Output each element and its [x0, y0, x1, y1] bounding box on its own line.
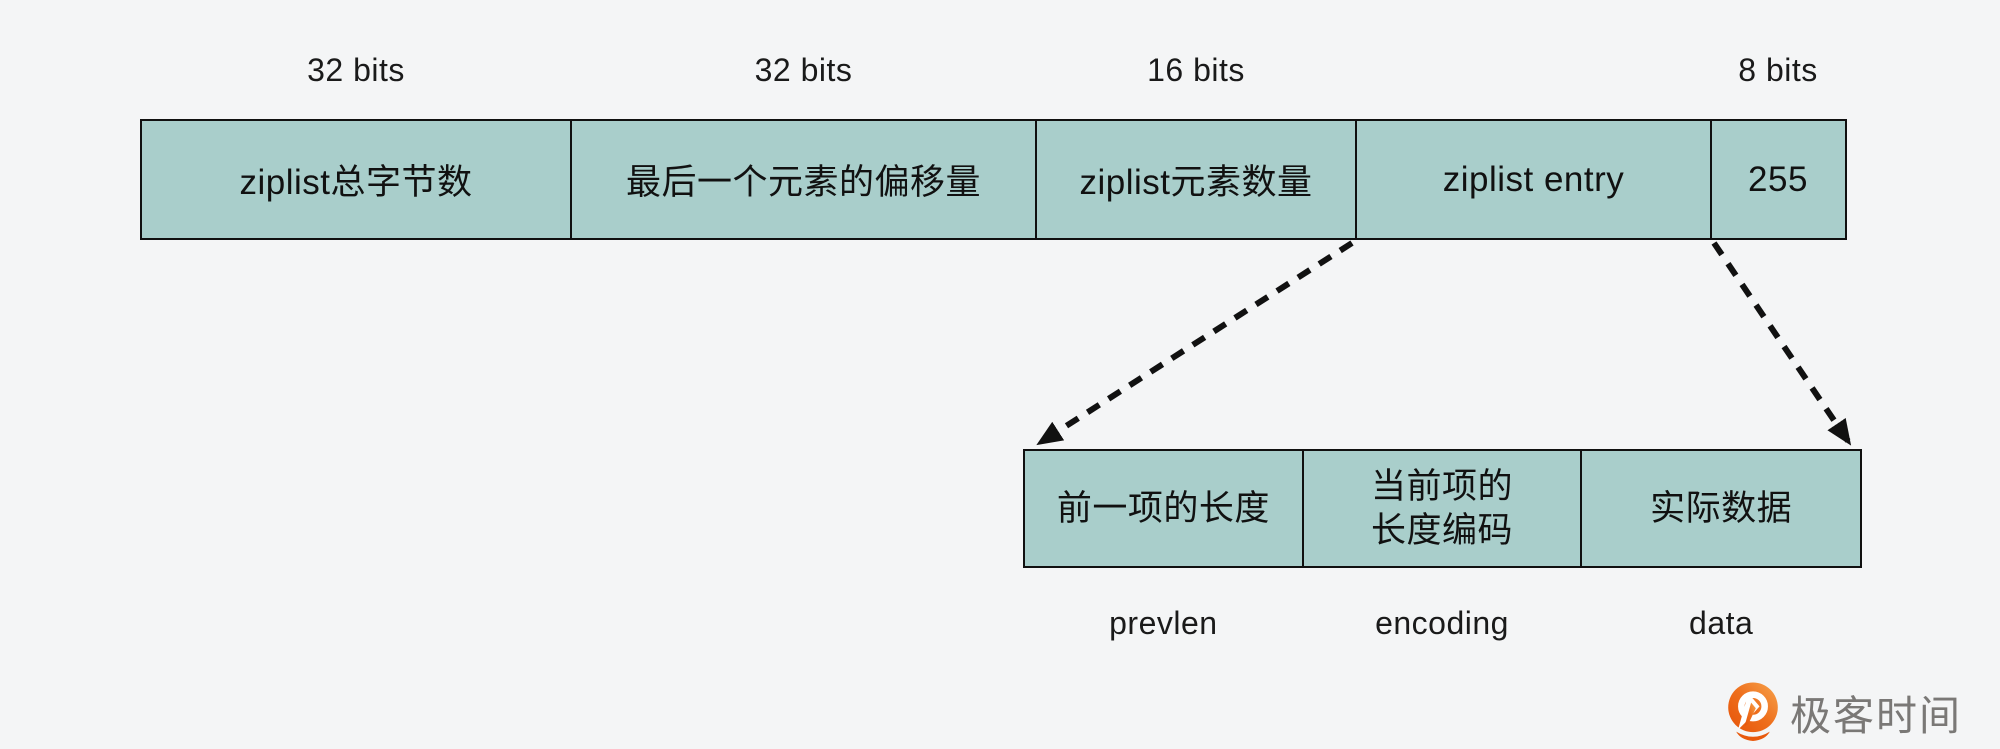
entry-label-line2: 长度编码 — [1371, 510, 1514, 550]
entry-detail-row: 前一项的长度 prevlen 当前项的 长度编码 encoding 实际数据 d… — [1023, 449, 1862, 641]
field-label: ziplist元素数量 — [1079, 163, 1313, 202]
field-cell-entry-count: 16 bits ziplist元素数量 — [1037, 52, 1357, 238]
arrow-right — [1711, 241, 1853, 446]
geektime-logo-icon — [1728, 682, 1778, 741]
entry-label: 当前项的 — [1371, 466, 1514, 506]
bits-label: 16 bits — [1147, 52, 1245, 88]
geektime-logo-text: 极客时间 — [1790, 693, 1962, 739]
entry-sublabel: data — [1689, 605, 1754, 641]
entry-cell-data: 实际数据 data — [1582, 451, 1860, 641]
entry-cell-encoding: 当前项的 长度编码 encoding — [1303, 451, 1583, 641]
field-cell-ziplist-entry: ziplist entry — [1357, 121, 1712, 238]
ziplist-structure-row: 32 bits ziplist总字节数 32 bits 最后一个元素的偏移量 1… — [140, 52, 1847, 240]
field-label: ziplist总字节数 — [239, 163, 473, 202]
entry-label: 实际数据 — [1650, 488, 1793, 528]
entry-cell-prevlen: 前一项的长度 prevlen — [1025, 451, 1304, 641]
field-label: 255 — [1748, 159, 1808, 199]
arrow-left — [1036, 240, 1354, 447]
geektime-logo: 极客时间 — [1724, 682, 1962, 742]
field-label: 最后一个元素的偏移量 — [625, 163, 981, 202]
bits-label: 32 bits — [754, 52, 853, 88]
entry-sublabel: prevlen — [1109, 605, 1218, 641]
field-label: ziplist entry — [1442, 159, 1625, 199]
field-cell-end-byte: 8 bits 255 — [1712, 52, 1844, 238]
bits-label: 32 bits — [307, 52, 405, 88]
entry-label: 前一项的长度 — [1056, 488, 1270, 528]
entry-sublabel: encoding — [1375, 605, 1509, 641]
bits-label: 8 bits — [1738, 52, 1818, 88]
field-cell-total-bytes: 32 bits ziplist总字节数 — [142, 52, 572, 238]
field-cell-last-offset: 32 bits 最后一个元素的偏移量 — [572, 52, 1037, 238]
